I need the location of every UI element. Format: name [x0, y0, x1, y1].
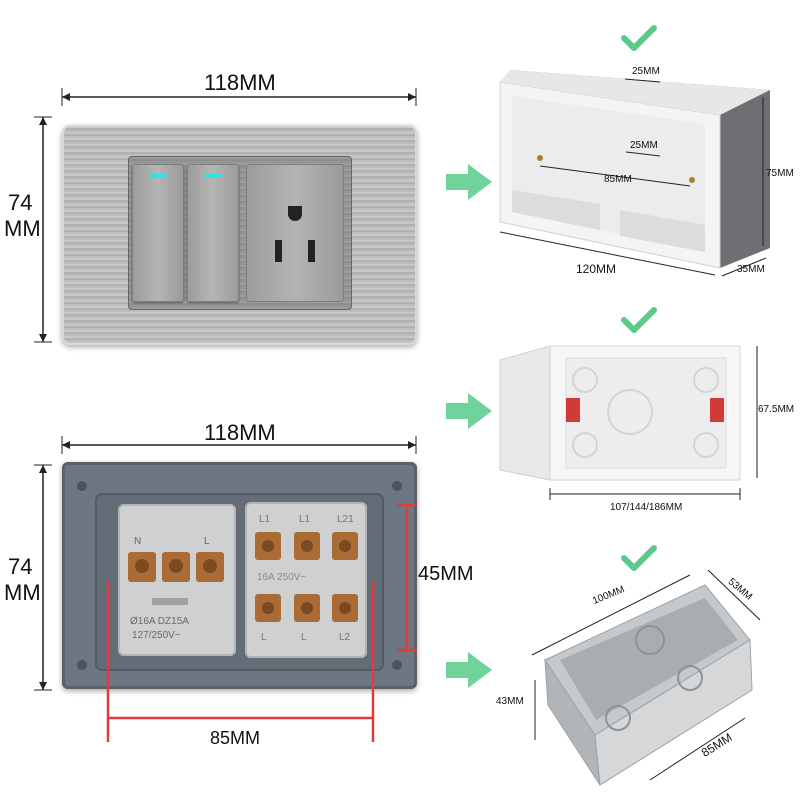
rocker-switch-left [132, 164, 184, 302]
module-frame [128, 156, 352, 310]
flush-box-height-label: 67.5MM [758, 404, 795, 415]
metal-box-height-label: 43MM [496, 696, 524, 707]
terminal-label-bot-3: L2 [339, 632, 351, 643]
arrow-right-icon [446, 393, 492, 429]
switch-rating-label: 16A 250V~ [257, 572, 307, 583]
terminal-n-label: N [134, 536, 142, 547]
surface-box-hole-span-label: 85MM [604, 174, 632, 185]
indicator-led [149, 174, 167, 178]
flush-box-width-label: 107/144/186MM [610, 502, 683, 513]
rocker-switch-right [187, 164, 239, 302]
inner-width-label: 85MM [210, 728, 261, 748]
surface-box-width-label: 120MM [576, 262, 617, 276]
rating-line-1: Ø16A DZ15A [130, 616, 189, 627]
terminal-label-bot-1: L [261, 632, 267, 643]
surface-box-top-label: 25MM [632, 66, 660, 77]
top-plate-height-label-2: MM [4, 216, 41, 241]
arrow-right-icon [446, 652, 492, 688]
terminal-l-label: L [204, 536, 210, 547]
bottom-plate-width-label: 118MM [204, 420, 276, 445]
switch-socket-front-plate [62, 125, 417, 345]
surface-box-height-label: 75MM [766, 168, 794, 179]
surface-box-depth-label: 35MM [737, 264, 765, 275]
terminal-label-bot-2: L [301, 632, 307, 643]
indicator-led [204, 174, 222, 178]
terminal-label-top-2: L1 [299, 514, 311, 525]
check-icon [621, 307, 657, 333]
top-plate-width-label: 118MM [204, 70, 276, 95]
terminal-label-top-1: L1 [259, 514, 271, 525]
us-outlet [246, 164, 344, 302]
arrow-right-icon [446, 164, 492, 200]
switch-terminal-module: L1 L1 L21 16A 250V~ L L L2 [245, 502, 367, 658]
surface-box-inner-label: 25MM [630, 140, 658, 151]
bottom-plate-height-label-2: MM [4, 580, 41, 605]
rating-line-2: 127/250V~ [132, 630, 181, 641]
top-plate-height-label-1: 74 [8, 190, 33, 215]
check-icon [621, 25, 657, 51]
terminal-label-top-3: L21 [337, 514, 354, 525]
bottom-plate-height-label-1: 74 [8, 554, 33, 579]
socket-terminal-module: N L Ø16A DZ15A 127/250V~ [118, 504, 236, 656]
check-icon [621, 545, 657, 571]
switch-socket-back-plate: N L Ø16A DZ15A 127/250V~ L1 L1 L21 16A 2… [62, 462, 417, 689]
inner-height-label: 45MM [418, 563, 474, 585]
